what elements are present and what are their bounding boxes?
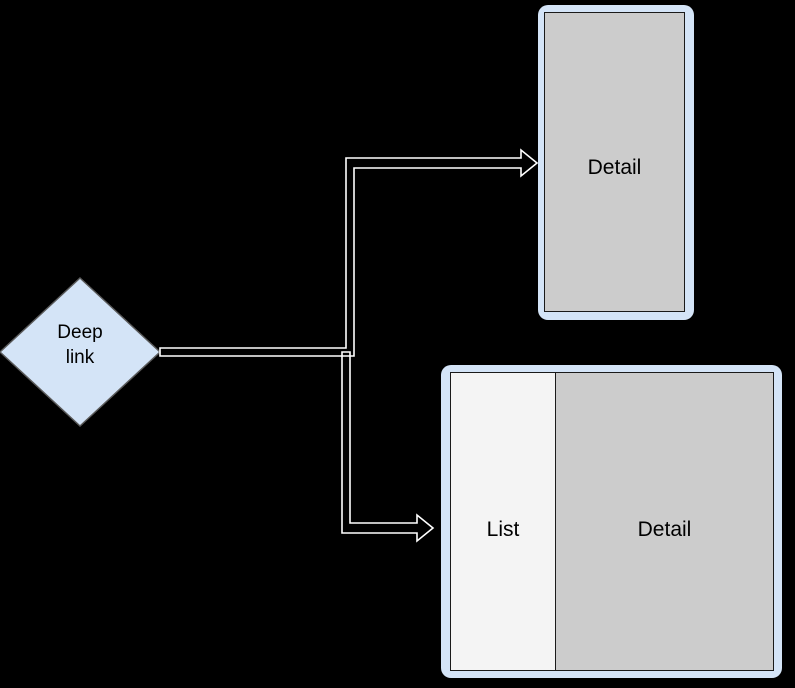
deep-link-diamond-shape bbox=[0, 276, 162, 428]
phone-detail-screen bbox=[544, 12, 685, 312]
edge-deeplink-to-list-detail-path bbox=[341, 351, 435, 543]
tablet-list-pane bbox=[450, 372, 556, 671]
edge-deeplink-to-list-detail[interactable] bbox=[341, 351, 435, 543]
edge-deeplink-to-detail[interactable] bbox=[159, 148, 539, 357]
tablet-detail-pane bbox=[555, 372, 774, 671]
edge-deeplink-to-detail-path bbox=[159, 148, 539, 357]
node-deep-link[interactable] bbox=[0, 276, 162, 428]
